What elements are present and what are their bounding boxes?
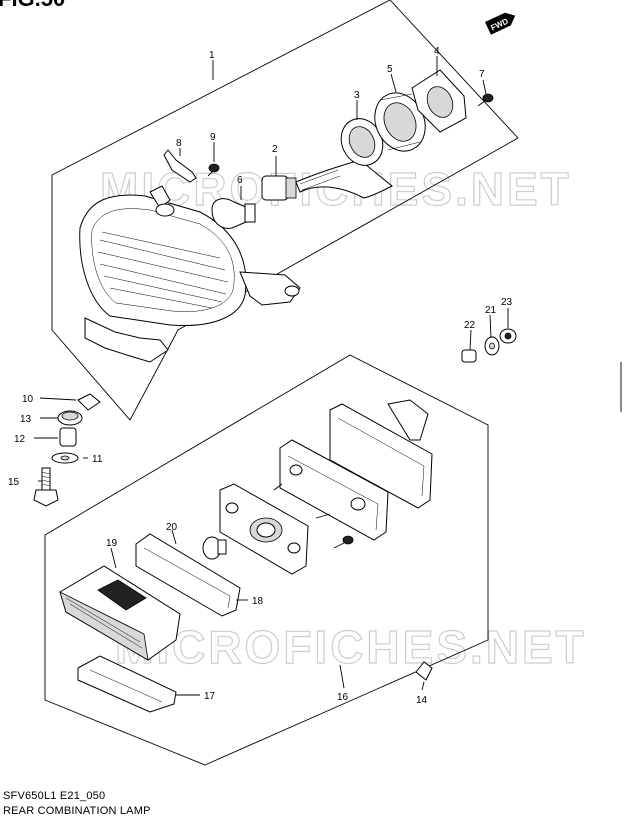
callout-2: 2 [272,144,278,155]
washer-21 [484,336,500,356]
watermark-lower: MICROFICHES.NET [115,621,587,673]
callout-12: 12 [14,434,26,445]
figure-code: SFV650L1 E21_050 [3,790,106,802]
figure-name: REAR COMBINATION LAMP [3,805,151,817]
screw-7 [477,93,494,107]
callout-21: 21 [485,305,497,316]
callout-6: 6 [237,175,243,186]
lens-17 [77,655,177,713]
bolt-15 [33,467,59,507]
callout-20: 20 [166,522,178,533]
callout-9: 9 [210,132,216,143]
callout-19: 19 [106,538,118,549]
callout-4: 4 [434,46,440,57]
license-lamp-cover [329,399,433,509]
lens-housing-19 [59,565,181,661]
figure-title: FIG.50 [0,0,65,12]
callout-15: 15 [8,477,20,488]
washer-11 [51,452,79,464]
clamp-8 [163,149,197,183]
callout-5: 5 [387,64,393,75]
leader-lines [34,56,509,696]
spacer-22 [461,349,477,363]
callout-3: 3 [354,90,360,101]
callout-18: 18 [252,596,264,607]
grommet-14 [415,661,433,681]
callout-7: 7 [479,69,485,80]
callout-23: 23 [501,297,513,308]
callout-13: 13 [20,414,32,425]
screw-lower [333,535,354,549]
lower-assembly-outline [44,354,489,766]
socket-2 [261,159,393,201]
callout-22: 22 [464,320,476,331]
callout-10: 10 [22,394,34,405]
nut-23 [499,328,517,344]
upper-assembly-outline [51,0,519,421]
cushion-13 [57,410,83,426]
callout-8: 8 [176,138,182,149]
ring-5 [374,92,426,152]
callout-16: 16 [337,692,349,703]
license-lamp-housing [279,439,389,541]
tail-light-housing [79,185,301,363]
plate-4 [411,69,467,133]
callout-11: 11 [92,454,103,465]
fwd-arrow-icon: FWD [485,12,516,35]
bulb-small [202,536,227,560]
gasket-frame-18 [135,533,241,617]
lamp-socket-plate [219,483,331,575]
callout-1: 1 [209,50,215,61]
callout-14: 14 [416,695,428,706]
callout-17: 17 [204,691,216,702]
bracket-10 [77,393,101,411]
collar-12 [59,427,77,447]
bulb-6 [211,198,256,229]
screw-9 [207,163,220,177]
gasket-3 [340,118,384,166]
